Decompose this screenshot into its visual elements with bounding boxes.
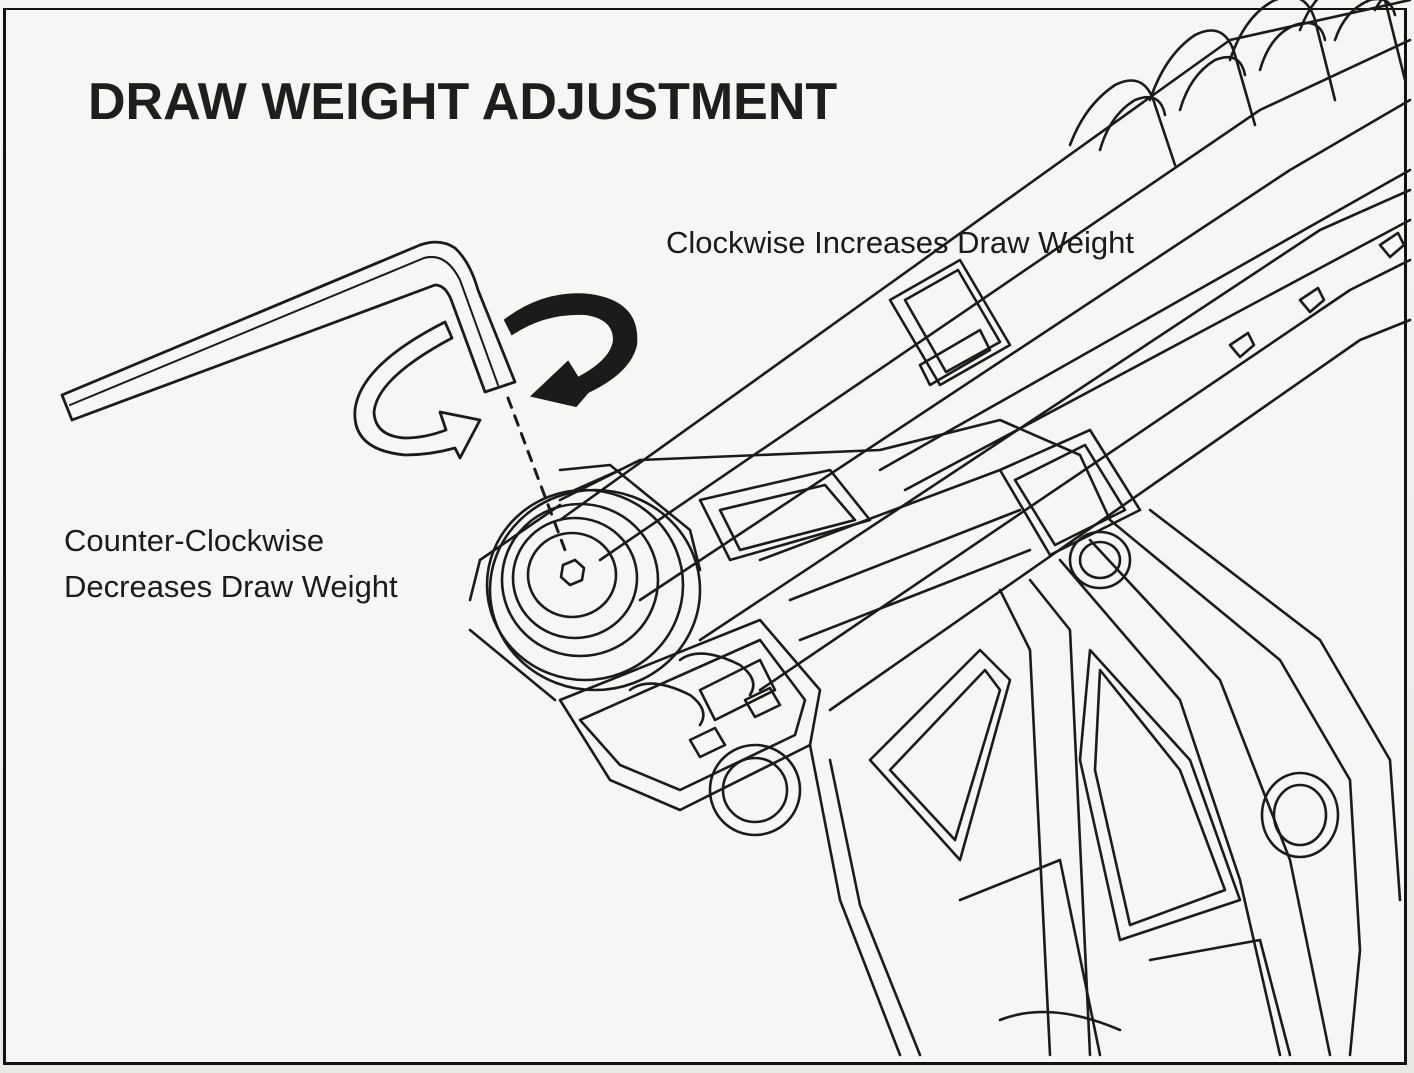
- riser: [710, 510, 1400, 1055]
- diagram-frame: [3, 8, 1407, 1065]
- hex-bolt-icon: [561, 560, 584, 585]
- page-title: DRAW WEIGHT ADJUSTMENT: [88, 73, 838, 131]
- hex-key-icon: [62, 242, 515, 420]
- counter-clockwise-label-line2: Decreases Draw Weight: [64, 569, 398, 604]
- alignment-guide: [508, 398, 568, 558]
- limb-pocket: [470, 420, 1110, 810]
- counter-clockwise-label: Counter-Clockwise Decreases Draw Weight: [64, 518, 398, 610]
- counter-clockwise-arrow-icon: [355, 322, 480, 458]
- clockwise-label: Clockwise Increases Draw Weight: [666, 225, 1135, 260]
- bow-limb: [560, 0, 1410, 710]
- limb-bolt: [487, 465, 700, 690]
- clockwise-arrow-icon: [505, 294, 636, 406]
- counter-clockwise-label-line1: Counter-Clockwise: [64, 523, 325, 558]
